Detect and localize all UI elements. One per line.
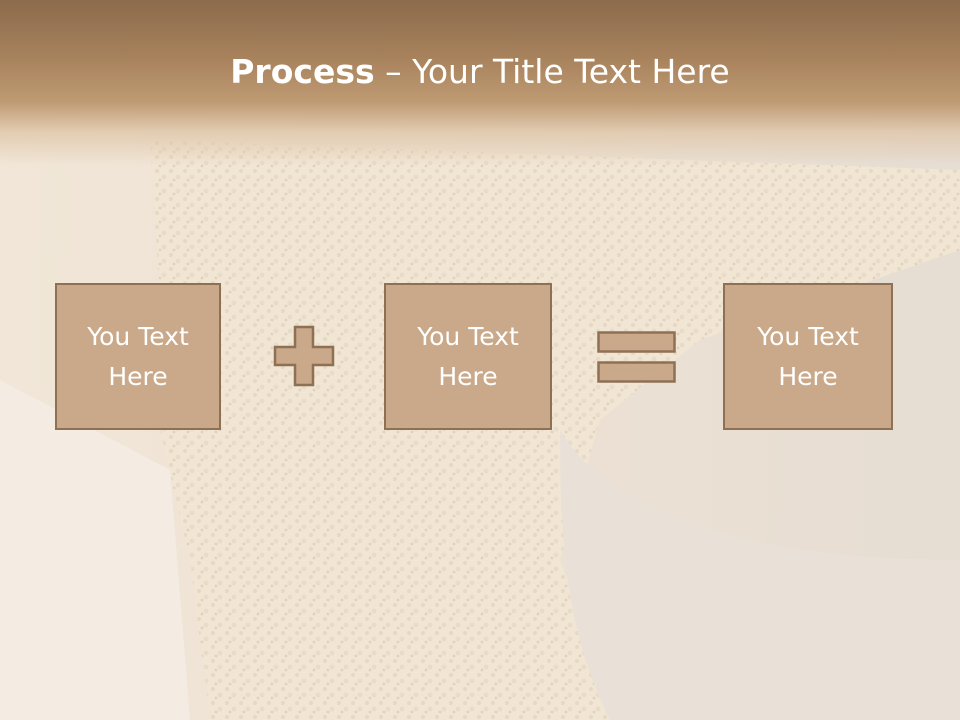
process-box-2-line1: You Text bbox=[417, 321, 519, 351]
process-box-3[interactable]: You Text Here bbox=[723, 283, 893, 430]
title-rest-text: – Your Title Text Here bbox=[374, 52, 730, 91]
plus-icon[interactable] bbox=[273, 325, 335, 387]
process-box-2-text: You Text Here bbox=[398, 317, 538, 397]
slide-title[interactable]: Process – Your Title Text Here bbox=[0, 52, 960, 91]
process-box-1-text: You Text Here bbox=[68, 317, 208, 397]
process-box-3-line2: Here bbox=[778, 361, 838, 391]
title-band bbox=[0, 0, 960, 165]
process-box-1-line1: You Text bbox=[87, 321, 189, 351]
title-bold-text: Process bbox=[230, 52, 375, 91]
process-box-2[interactable]: You Text Here bbox=[384, 283, 552, 430]
equals-icon[interactable] bbox=[597, 331, 676, 383]
process-box-1-line2: Here bbox=[108, 361, 168, 391]
process-box-2-line2: Here bbox=[438, 361, 498, 391]
process-box-3-text: You Text Here bbox=[738, 317, 878, 397]
process-box-1[interactable]: You Text Here bbox=[55, 283, 221, 430]
process-box-3-line1: You Text bbox=[757, 321, 859, 351]
